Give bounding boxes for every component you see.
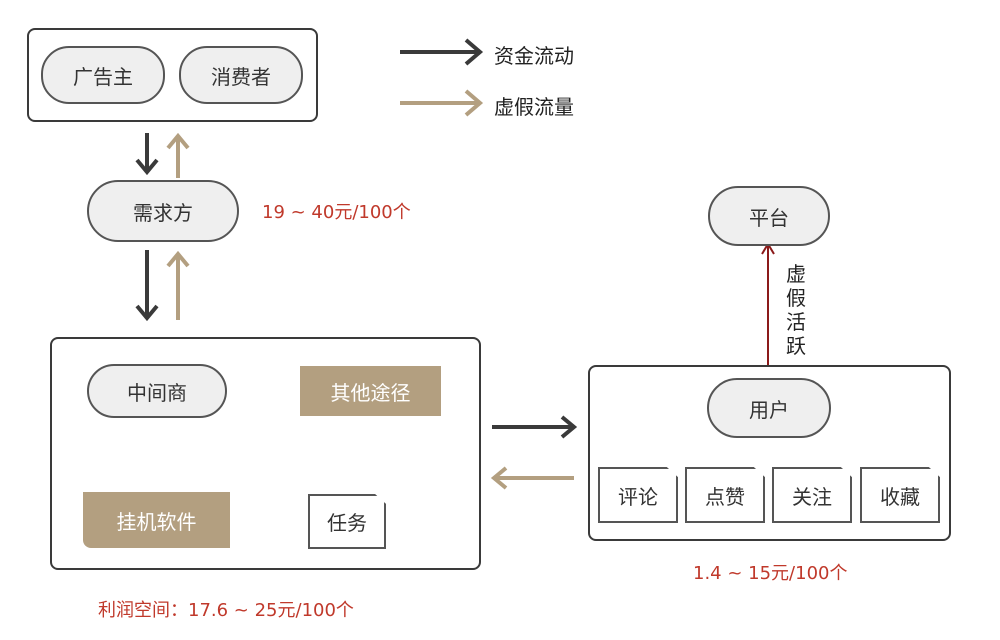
node-other-channels: 其他途径: [300, 366, 441, 416]
node-favorite-label: 收藏: [880, 484, 920, 509]
node-middleman-label: 中间商: [127, 380, 187, 405]
node-comment-label: 评论: [618, 484, 658, 509]
node-other-channels-label: 其他途径: [330, 380, 411, 405]
legend-money-arrow: [400, 38, 484, 66]
node-like: 点赞: [685, 467, 765, 523]
fake-arrow-up-1: [166, 132, 190, 178]
fake-arrow-left: [490, 466, 574, 490]
node-task: 任务: [308, 494, 386, 549]
node-bot-software: 挂机软件: [83, 492, 230, 548]
profit-margin: 利润空间：17.6 ~ 25元/100个: [98, 600, 354, 621]
money-arrow-down-2: [135, 250, 159, 322]
fake-activity-label: 虚假活跃: [786, 262, 806, 358]
fake-arrow-up-2: [166, 250, 190, 320]
node-task-label: 任务: [327, 511, 367, 535]
node-favorite: 收藏: [860, 467, 940, 523]
node-bot-software-label: 挂机软件: [116, 509, 197, 534]
node-demand-side: 需求方: [87, 180, 239, 242]
node-consumer: 消费者: [179, 46, 303, 104]
node-follow-label: 关注: [792, 484, 832, 509]
node-platform: 平台: [708, 186, 830, 246]
money-arrow-right: [492, 415, 578, 439]
node-platform-label: 平台: [749, 205, 789, 230]
node-consumer-label: 消费者: [211, 64, 271, 89]
node-user: 用户: [707, 378, 831, 438]
node-comment: 评论: [598, 467, 678, 523]
fake-activity-arrow: [761, 242, 775, 366]
node-demand-side-label: 需求方: [133, 200, 193, 225]
demand-price: 19 ~ 40元/100个: [262, 202, 411, 223]
node-middleman: 中间商: [87, 364, 227, 418]
node-follow: 关注: [772, 467, 852, 523]
node-advertiser: 广告主: [41, 46, 165, 104]
legend-money-label: 资金流动: [494, 44, 574, 68]
node-advertiser-label: 广告主: [73, 64, 133, 89]
user-price: 1.4 ~ 15元/100个: [693, 563, 848, 584]
money-arrow-down-1: [135, 133, 159, 176]
legend-fake-label: 虚假流量: [494, 95, 574, 119]
legend-fake-arrow: [400, 89, 484, 117]
node-like-label: 点赞: [705, 484, 745, 509]
node-user-label: 用户: [749, 397, 789, 422]
